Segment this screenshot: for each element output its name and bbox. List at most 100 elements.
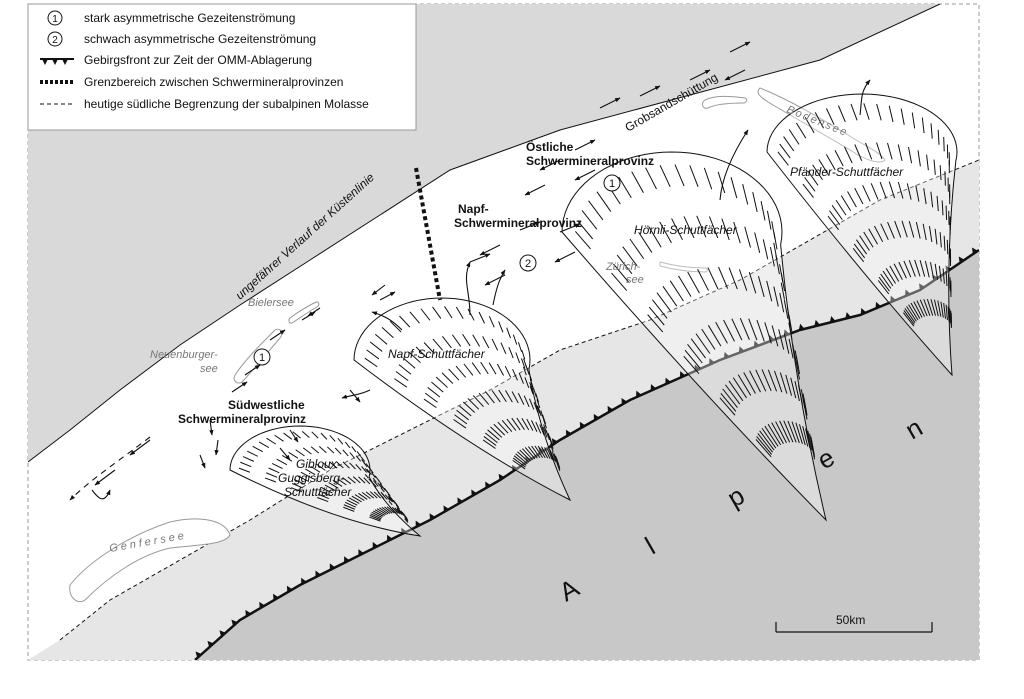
fan-hatch-line <box>462 401 476 413</box>
fan-hatch-line <box>511 417 521 431</box>
front-tooth <box>471 489 477 497</box>
fan-hatch-line <box>508 347 514 359</box>
fan-hatch-line <box>424 392 438 403</box>
fan-hatch-line <box>902 312 915 327</box>
fan-hatch-line <box>351 446 357 453</box>
legend: 1 stark asymmetrische Gezeitenströmung 2… <box>27 3 417 131</box>
coastline <box>28 4 941 463</box>
fan-hatch-line <box>678 275 692 297</box>
fan-hatch-line <box>915 222 921 239</box>
fan-hatch-line <box>788 129 800 145</box>
fan-hatch-line <box>888 105 894 123</box>
fan-hatch-line <box>500 342 507 355</box>
fan-hatch-line <box>878 276 890 292</box>
fan-hatch-line <box>756 436 773 455</box>
lake-label-bielersee: Bielersee <box>248 297 294 309</box>
fan-hatch-line <box>854 187 864 205</box>
fan-hatch-line <box>802 426 809 447</box>
fan-hatch-line <box>370 513 382 520</box>
fan-hatch-line <box>310 446 320 454</box>
fan-hatch-line <box>529 378 534 388</box>
fan-hatch-line <box>596 191 612 212</box>
fan-hatch-line <box>938 265 942 282</box>
fan-hatch-line <box>859 235 870 251</box>
fan-hatch-line <box>900 108 905 125</box>
fan-hatch-line <box>771 325 779 347</box>
fan-hatch-line <box>266 437 277 445</box>
current-arrow <box>307 307 321 317</box>
fan-hatch-line <box>374 509 386 516</box>
front-tooth <box>890 295 896 303</box>
fan-hatch-line <box>788 314 793 333</box>
fan-hatch-line <box>757 275 765 297</box>
fan-hatch-line <box>835 199 847 216</box>
lake-shape-small <box>701 95 748 109</box>
fan-hatch-line <box>366 349 380 360</box>
fan-hatch-line <box>827 215 839 230</box>
fan-hatch-line <box>258 441 270 449</box>
front-tooth <box>301 577 307 585</box>
fan-hatch-line <box>355 455 362 462</box>
fan-hatch-line <box>946 239 949 255</box>
fan-hatch-line <box>342 461 350 469</box>
fan-hatch-line <box>792 344 797 364</box>
fan-hatch-line <box>441 372 454 384</box>
fan-hatch-line <box>296 475 308 482</box>
fan-hatch-line <box>332 480 343 487</box>
legend-box <box>27 3 417 131</box>
fan-hatch-line <box>453 419 467 429</box>
fan-hatch-line <box>444 306 453 319</box>
fan-hatch-line <box>360 456 366 462</box>
fan-hatch-line <box>837 105 846 123</box>
fan-hatch-line <box>731 318 743 341</box>
fan-hatch-line <box>877 280 890 295</box>
fan-hatch-line <box>523 366 527 376</box>
fan-hatch-line <box>862 185 871 202</box>
fan-hatch-line <box>703 167 713 190</box>
fan-hatch-line <box>885 268 896 284</box>
fan-hatch-line <box>771 422 784 444</box>
fan-hatch-line <box>238 467 251 473</box>
svg-text:2: 2 <box>525 258 531 270</box>
current-arrow <box>199 454 206 469</box>
fan-hatch-line <box>435 376 448 388</box>
front-tooth <box>621 397 628 405</box>
fan-hatch-line <box>373 480 379 487</box>
fan-hatch-line <box>945 304 948 320</box>
legend-circle-1-number: 1 <box>52 14 58 25</box>
fan-hatch-line <box>683 355 700 375</box>
fan-hatch-line <box>373 491 382 499</box>
fan-hatch-line <box>322 462 332 470</box>
current-arrow <box>244 364 261 376</box>
outflow-arrow <box>341 389 371 399</box>
outflow-arrow <box>719 129 749 201</box>
fan-hatch-line <box>893 263 903 280</box>
fan-hatch-line <box>371 511 383 518</box>
fan-hatch-line <box>354 494 365 501</box>
fan-label-pfaender: Pfänder-Schuttfächer <box>790 165 904 179</box>
front-tooth <box>207 640 214 648</box>
fan-hatch-line <box>945 205 948 220</box>
fan-hatch-line <box>252 445 263 453</box>
fan-hatch-line <box>783 136 795 152</box>
fan-hatch-line <box>544 447 551 460</box>
fan-hatch-line <box>517 393 525 405</box>
front-tooth <box>579 421 586 429</box>
fan-hatch-line <box>396 508 403 515</box>
fan-hatch-line <box>773 242 778 260</box>
fan-hatch-line <box>329 461 338 469</box>
fan-hatch-line <box>291 483 304 489</box>
fan-hatch-line <box>719 397 736 416</box>
fan-hatch-line <box>748 272 757 294</box>
front-tooth <box>875 301 882 309</box>
fan-hatch-line <box>618 176 632 199</box>
fan-hatch-line <box>787 420 797 443</box>
fan-hatch-line <box>889 265 900 282</box>
fan-hatch-line <box>482 439 496 449</box>
fan-hatch-line <box>521 417 530 431</box>
fan-hatch-line <box>459 405 472 417</box>
fan-hatch-line <box>329 435 336 442</box>
fan-hatch-line <box>904 308 916 324</box>
fan-hatch-line <box>803 397 808 416</box>
fan-hatch-line <box>364 468 369 473</box>
